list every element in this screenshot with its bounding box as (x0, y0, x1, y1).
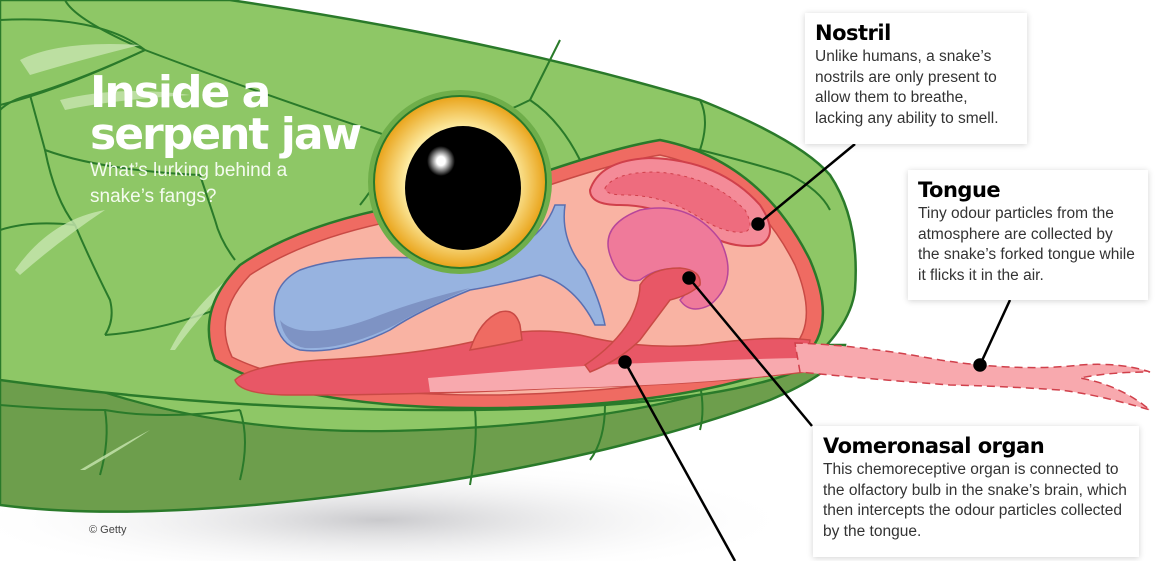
title-block: Inside a serpent jaw What’s lurking behi… (90, 67, 362, 210)
callout-heading: Tongue (918, 178, 1001, 202)
callout-heading: Nostril (815, 21, 891, 45)
title-line-1: Inside a (90, 67, 271, 118)
callout-nostril: Nostril Unlike humans, a snake’s nostril… (805, 13, 1027, 144)
eye-glint (427, 146, 455, 176)
eye (368, 90, 552, 274)
venom-gland-shade (280, 288, 470, 349)
callout-vomeronasal-organ: Vomeronasal organ This chemoreceptive or… (813, 426, 1139, 557)
image-credit: © Getty (89, 524, 127, 536)
palate-ridge (468, 310, 523, 351)
nasal-passage-inner (604, 171, 751, 233)
tongue-shape (794, 342, 1151, 411)
subtitle: What’s lurking behind a snake’s fangs? (90, 160, 288, 207)
callout-tongue: Tongue Tiny odour particles from the atm… (908, 170, 1148, 300)
callout-body: This chemoreceptive organ is connected t… (823, 461, 1127, 540)
callout-body: Unlike humans, a snake’s nostrils are on… (815, 48, 999, 127)
vomeronasal-duct (583, 267, 701, 373)
scale-highlights (15, 44, 275, 470)
callout-body: Tiny odour particles from the atmosphere… (918, 205, 1135, 284)
venom-gland (273, 204, 606, 352)
pointer-lines (618, 143, 1012, 561)
title-line-2: serpent jaw (90, 109, 362, 160)
mouth-floor-light (428, 358, 800, 392)
callout-heading: Vomeronasal organ (823, 434, 1045, 458)
